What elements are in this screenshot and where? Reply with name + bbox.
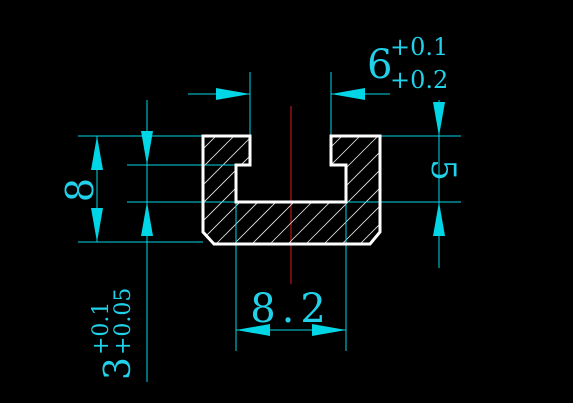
hatch-line [470,100,573,260]
arrow-right-icon [312,324,346,336]
hatch-line [203,136,271,244]
arrow-left-icon [331,88,365,100]
lower-left-upper-tolerance: +0.1 [89,302,114,355]
arrow-right-icon [216,88,250,100]
section-hatching [203,100,573,260]
hatch-line [506,100,573,260]
hatch-line [307,136,380,244]
lower-left-dimension: 3 +0.1 +0.05 [89,100,153,382]
hatch-line [488,100,573,260]
arrow-up-icon [141,202,153,236]
arrow-left-icon [236,324,270,336]
hatch-line [203,136,289,244]
hatch-line [452,100,573,260]
top-width-nominal: 6 [367,42,392,88]
hatch-line [203,136,307,244]
extension-lines [78,72,461,351]
hatch-line [235,136,380,244]
left-height-value: 8 [58,178,102,202]
arrow-down-icon [433,102,445,136]
bottom-width-dimension: 8.2 [236,286,346,336]
lower-left-lower-tolerance: +0.05 [111,288,136,355]
hatch-line [217,136,379,244]
hatch-line [203,136,361,244]
hatch-line [325,136,380,244]
arrow-down-icon [141,131,153,165]
hatch-line [271,136,380,244]
right-height-dimension: 5 [423,100,463,268]
top-width-lower-tolerance: +0.2 [390,66,448,94]
arrow-up-icon [433,202,445,236]
bottom-width-value: 8.2 [250,286,332,332]
hatch-line [203,136,325,244]
top-width-dimension: 6 +0.1 +0.2 [188,33,448,100]
hatch-line [343,136,380,244]
hatch-line [203,136,253,244]
arrow-up-icon [91,136,103,170]
top-width-upper-tolerance: +0.1 [390,33,448,61]
lower-left-nominal: 3 [98,357,139,380]
hatch-line [289,136,380,244]
left-height-dimension: 8 [58,136,103,242]
hatch-line [253,136,380,244]
profile-outline [201,134,382,246]
hatch-line [398,100,558,260]
arrow-down-icon [91,208,103,242]
right-height-value: 5 [423,159,463,181]
